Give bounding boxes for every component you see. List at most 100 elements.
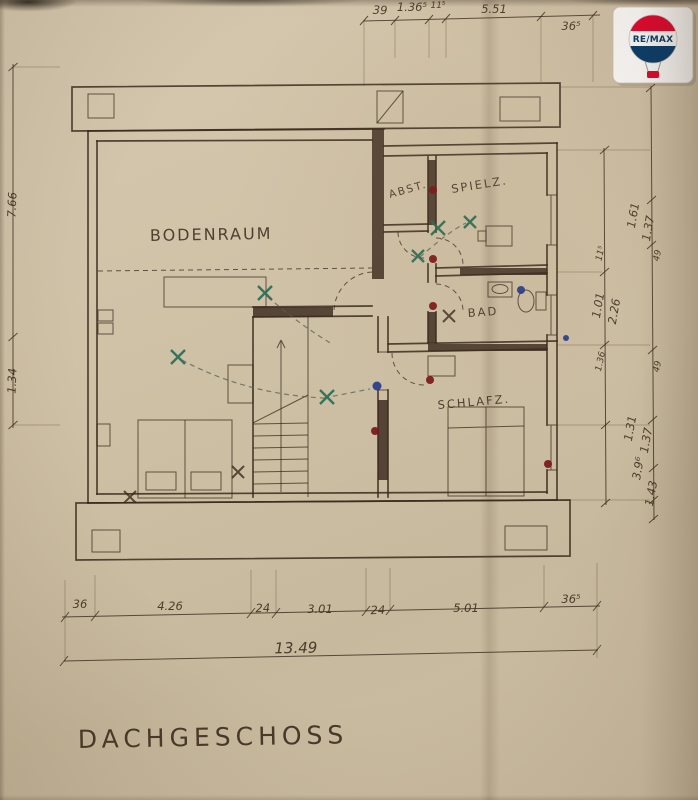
dim-label: 24 — [370, 603, 385, 618]
room-label-spielz: SPIELZ. — [450, 173, 508, 196]
table-symbol — [163, 276, 267, 308]
green-x-mark — [430, 220, 446, 236]
bed-lines-schlafz — [447, 407, 525, 496]
room-label-schlafz: SCHLAFZ. — [437, 392, 511, 412]
x-mark — [231, 465, 245, 479]
spielz-wall-fill — [460, 268, 547, 275]
dim-label: 39 — [373, 3, 388, 18]
thick-interior-wall — [372, 129, 384, 279]
room-labels: BODENRAUM ABST. SPIELZ. BAD SCHLAFZ. — [150, 173, 511, 412]
dim-label: 1.61 — [624, 201, 642, 229]
green-x-mark — [463, 215, 477, 229]
extension-lines — [13, 66, 60, 426]
dim-label: 36⁵ — [561, 19, 581, 33]
right-dimension-chains: 1.61 1.37 11⁵ 49 1.01 2.26 1.36 49 1.31 … — [557, 83, 664, 524]
window-symbols — [547, 194, 557, 471]
total-dim-line — [63, 649, 599, 662]
room-label-bad: BAD — [467, 304, 499, 320]
dim-label: 4.26 — [157, 599, 183, 613]
drawing-title: DACHGESCHOSS — [78, 720, 349, 754]
room-label-abst: ABST. — [388, 178, 429, 200]
radiator-symbol — [97, 309, 114, 322]
dim-label: 5.51 — [481, 2, 507, 16]
roof-strip — [71, 82, 561, 132]
balloon-basket — [647, 71, 659, 78]
dim-line-outer — [650, 85, 655, 521]
hall-wall-fill — [253, 307, 333, 317]
bottom-strip-outline — [75, 499, 571, 561]
dim-label: 49 — [652, 360, 664, 374]
red-dot-mark — [429, 186, 437, 194]
door-arc — [333, 271, 373, 311]
x-mark — [442, 309, 456, 323]
roof-strip-outline — [71, 82, 561, 132]
bottom-strip — [75, 499, 571, 561]
dim-label: 1.37 — [637, 426, 655, 454]
left-dimension-chain: 7.66 1.34 — [5, 62, 60, 430]
toilet-tank-icon — [535, 291, 547, 311]
dim-label: 1.37 — [639, 214, 657, 242]
left-wall — [87, 130, 98, 504]
top-dimension-chain: 39 1.36⁵ 11⁵ 5.51 36⁵ — [359, 0, 601, 86]
knee-wall-line — [97, 267, 373, 272]
strip-detail-right — [499, 96, 541, 122]
blue-dot-mark — [563, 335, 569, 341]
sink-basin-icon — [491, 284, 509, 294]
dim-label: 36 — [73, 597, 88, 611]
bottom-dimension-chains: 36 4.26 24 3.01 24 5.01 36⁵ 13.49 — [59, 563, 602, 667]
shelf-symbol — [96, 423, 111, 447]
top-wall-left — [87, 128, 385, 142]
door-arc — [435, 237, 464, 266]
chair-symbol — [477, 230, 487, 242]
blue-dot-mark — [372, 381, 382, 391]
pillow-symbol — [190, 471, 222, 491]
dim-label: 5.01 — [453, 601, 479, 615]
spielz-table-symbol — [485, 225, 513, 247]
door-swings — [333, 231, 464, 386]
stair-direction-arrow — [276, 339, 286, 492]
dim-label: 11⁵ — [430, 1, 445, 11]
strip-detail-left — [87, 93, 115, 119]
dim-line-inner — [603, 147, 607, 506]
door-arc — [391, 352, 425, 386]
bottom-strip-detail-right — [504, 525, 548, 551]
dim-label: 3.9⁶ — [629, 455, 647, 480]
red-dot-mark — [544, 460, 552, 468]
door-arc — [435, 283, 464, 312]
dim-label: 1.36 — [594, 350, 608, 372]
dim-label: 3.01 — [307, 602, 333, 616]
dim-label: 1.31 — [621, 414, 639, 442]
interior-walls — [97, 155, 558, 498]
staircase — [252, 316, 309, 498]
extension-lines — [363, 15, 594, 86]
nightstand-symbol — [427, 355, 456, 377]
bottom-strip-detail-left — [91, 529, 121, 553]
total-dim-label: 13.49 — [274, 639, 317, 658]
dim-label: 24 — [255, 601, 270, 616]
dim-label: 36⁵ — [561, 592, 581, 606]
pencil-dash-line — [267, 296, 333, 345]
dim-label: 7.66 — [5, 192, 20, 218]
blue-dot-mark — [517, 286, 525, 294]
remax-logo: RE/MAX — [612, 6, 696, 86]
logo-brand-text: RE/MAX — [633, 35, 673, 45]
red-dot-mark — [429, 302, 437, 310]
dim-label: 2.26 — [605, 297, 623, 325]
bad-wall-fill — [428, 344, 547, 351]
dim-label: 1.34 — [5, 368, 20, 394]
wall-fill-2 — [378, 400, 388, 480]
x-mark — [123, 490, 137, 504]
room-label-bodenraum: BODENRAUM — [150, 224, 273, 245]
abst-bottom-wall — [383, 223, 429, 233]
green-x-mark — [170, 349, 186, 365]
dim-label: 1.43 — [642, 479, 660, 507]
radiator-symbol — [97, 322, 114, 335]
dim-label: 11⁵ — [595, 245, 608, 262]
red-dot-mark — [429, 255, 437, 263]
red-dot-mark — [371, 427, 379, 435]
pillow-symbol — [145, 471, 177, 491]
dim-label: 1.36⁵ — [397, 0, 428, 14]
corridor-wall-fill-2 — [428, 312, 436, 343]
pencil-dash-line — [181, 359, 371, 399]
